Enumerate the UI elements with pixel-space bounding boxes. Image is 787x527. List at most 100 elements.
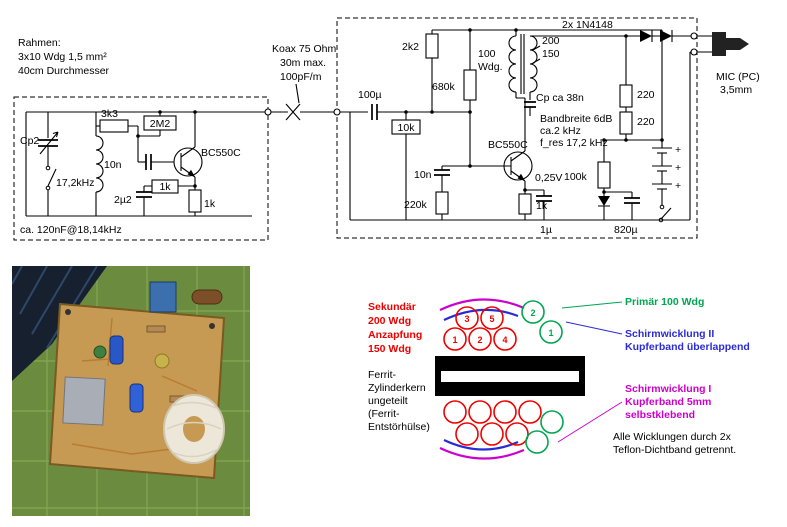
label-cp-38n: Cp ca 38n xyxy=(536,92,584,104)
label-2k2: 2k2 xyxy=(402,41,419,53)
label-tap-200: 200 xyxy=(542,35,560,47)
label-bw1: Bandbreite 6dB xyxy=(540,113,612,125)
label-17-2khz: 17,2kHz xyxy=(56,177,95,189)
loop-coil xyxy=(95,112,104,216)
upper-windings: 3 5 1 2 4 2 1 xyxy=(443,300,563,351)
resistor-220k: 220k xyxy=(404,191,449,220)
battery-stack: + + + xyxy=(652,30,681,205)
shield1-l1: Schirmwicklung I xyxy=(625,383,711,395)
label-plus1: + xyxy=(675,144,681,156)
coax-output xyxy=(252,83,345,121)
winding-num: 1 xyxy=(452,335,457,345)
shield1-arc-top xyxy=(439,298,525,311)
label-2m2: 2M2 xyxy=(150,118,171,130)
teflon-l2: Teflon-Dichtband getrennt. xyxy=(613,444,736,456)
photo-trimmer xyxy=(154,353,170,369)
label-10k: 10k xyxy=(398,122,416,134)
winding-diagram: Sekundär 200 Wdg Anzapfung 150 Wdg Ferri… xyxy=(368,296,750,460)
shield2-l1: Schirmwicklung II xyxy=(625,328,714,340)
label-100wdg-2: Wdg. xyxy=(478,61,503,73)
circuit-board-photo xyxy=(12,266,250,516)
core-l4: (Ferrit- xyxy=(368,408,400,420)
cap-820u: 820µ xyxy=(604,191,640,236)
label-bc550c-2: BC550C xyxy=(488,139,528,151)
winding-num: 2 xyxy=(530,308,535,318)
core-l5: Entstörhülse) xyxy=(368,421,430,433)
indicator-diode xyxy=(598,196,610,220)
cap-10n: 10n xyxy=(104,154,174,171)
label-cap-note: ca. 120nF@18,14kHz xyxy=(20,224,122,236)
coax-line3: 100pF/m xyxy=(280,71,322,83)
resistor-10k: 10k xyxy=(391,110,421,220)
frame-antenna-note: Rahmen: 3x10 Wdg 1,5 mm² 40cm Durchmesse… xyxy=(18,37,110,77)
coax-note: Koax 75 Ohm 30m max. 100pF/m xyxy=(272,43,336,83)
shield1-l2: Kupferband 5mm xyxy=(625,396,711,408)
label-mic-1: MIC (PC) xyxy=(716,71,760,83)
photo-screw-1 xyxy=(65,309,71,315)
secondary-l3: Anzapfung xyxy=(368,329,422,341)
resistors-220: 220 220 xyxy=(602,36,664,142)
transistor-bc550c-2: BC550C 0,25V xyxy=(470,98,562,190)
photo-screw-2 xyxy=(209,323,215,329)
label-820u: 820µ xyxy=(614,224,638,236)
label-0-25v: 0,25V xyxy=(535,172,562,184)
primary-label: Primär 100 Wdg xyxy=(625,296,704,308)
resistor-2k2: 2k2 xyxy=(402,30,439,114)
shield1-arc-bottom xyxy=(439,447,525,460)
resistor-680k: 680k xyxy=(432,28,477,166)
core-l3: ungeteilt xyxy=(368,395,408,407)
resistor-3k3: 3k3 xyxy=(96,108,139,162)
shield2-l2: Kupferband überlappend xyxy=(625,341,750,353)
label-1k-series: 1k xyxy=(159,181,171,193)
winding-num: 4 xyxy=(502,335,507,345)
label-2u2: 2µ2 xyxy=(114,194,132,206)
label-1u: 1µ xyxy=(540,224,552,236)
bypass-branch: 1k 2µ2 xyxy=(114,179,195,216)
label-bc550c: BC550C xyxy=(201,147,241,159)
secondary-l1: Sekundär xyxy=(368,301,416,313)
transformer: 100 Wdg. 200 150 Cp ca 38n xyxy=(478,28,640,116)
label-220k: 220k xyxy=(404,199,428,211)
note-diameter: 40cm Durchmesser xyxy=(18,65,110,77)
transistor-bc550c: BC550C xyxy=(173,110,241,186)
label-10n-2: 10n xyxy=(414,169,432,181)
photo-toroid-turns xyxy=(166,401,222,458)
core-label: Ferrit- Zylinderkern ungeteilt (Ferrit- … xyxy=(368,369,430,433)
label-1k-emitter: 1k xyxy=(204,198,216,210)
photo-blue-cap-2 xyxy=(129,383,144,413)
winding-num: 2 xyxy=(477,335,482,345)
photo-green-cap xyxy=(93,345,107,359)
label-1k-2: 1k xyxy=(536,200,548,212)
label-100wdg-1: 100 xyxy=(478,48,496,60)
antenna-box xyxy=(13,96,269,241)
photo-relay xyxy=(149,281,177,313)
shield2-arc-top xyxy=(443,308,519,321)
secondary-label: Sekundär 200 Wdg Anzapfung 150 Wdg xyxy=(368,301,422,355)
label-tap-150: 150 xyxy=(542,48,560,60)
coax-line2: 30m max. xyxy=(280,57,326,69)
note-windings: 3x10 Wdg 1,5 mm² xyxy=(18,51,107,63)
shield1-label: Schirmwicklung I Kupferband 5mm selbstkl… xyxy=(625,383,711,421)
photo-cloth-plaid xyxy=(12,266,98,349)
label-10n: 10n xyxy=(104,159,122,171)
cap-1u: 1µ xyxy=(525,189,552,236)
photo-metal-can xyxy=(62,376,106,426)
teflon-l1: Alle Wicklungen durch 2x xyxy=(613,431,732,443)
receiver-box xyxy=(336,17,698,239)
resistor-1k-emitter: 1k xyxy=(188,184,216,216)
label-plus3: + xyxy=(675,180,681,192)
resistor-2m2: 2M2 xyxy=(136,110,177,138)
core-l2: Zylinderkern xyxy=(368,382,426,394)
core-l1: Ferrit- xyxy=(368,369,396,381)
bandwidth-note: Bandbreite 6dB ca.2 kHz f_res 17,2 kHz xyxy=(540,113,612,149)
photo-blue-cap-1 xyxy=(109,335,124,365)
ferrite-core-stripe xyxy=(441,371,579,382)
photo-brown-cylinder xyxy=(191,289,223,305)
secondary-l4: 150 Wdg xyxy=(368,343,411,355)
coax-input xyxy=(333,108,368,220)
shield1-l3: selbstklebend xyxy=(625,409,695,421)
cp2-branch: Cp2 17,2kHz xyxy=(20,112,95,216)
mic-jack: MIC (PC) 3,5mm xyxy=(712,32,760,96)
label-bw3: f_res 17,2 kHz xyxy=(540,137,608,149)
